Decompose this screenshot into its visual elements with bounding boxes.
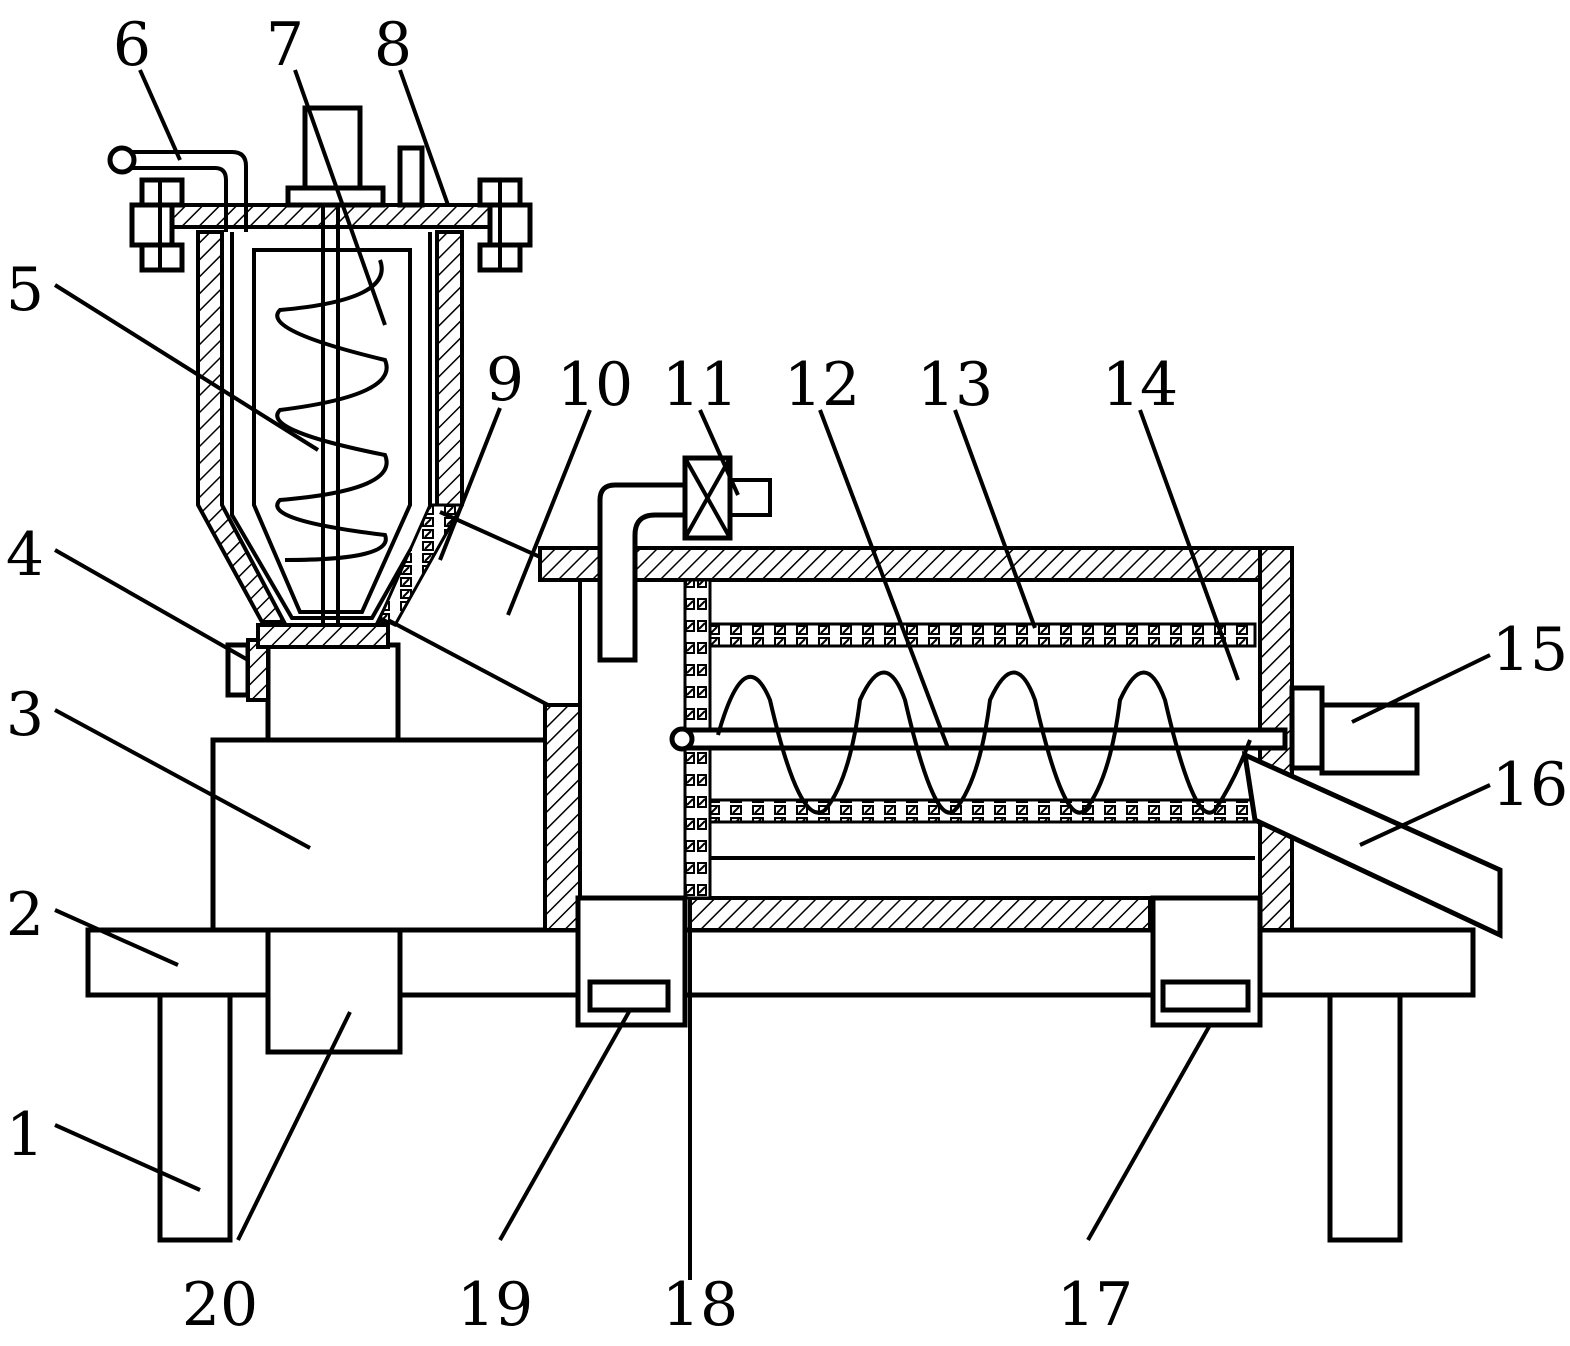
- label-9: 9: [486, 345, 524, 415]
- label-2: 2: [6, 880, 44, 950]
- label-16: 16: [1492, 750, 1568, 820]
- vent-stub: [397, 145, 425, 208]
- chamber-left-wall: [543, 703, 582, 932]
- label-10: 10: [557, 350, 633, 420]
- discharge-chute: [1241, 750, 1503, 939]
- inlet-pipe: [107, 145, 248, 232]
- hopper-motor: [285, 105, 386, 625]
- part-numbers: 1 2 3 4 5 6 7 8 9 10 11 12 13 14 15 16 1…: [6, 10, 1568, 1340]
- screw-conveyor: [669, 670, 1288, 815]
- label-17: 17: [1057, 1270, 1133, 1340]
- drive-motor: [1289, 685, 1420, 776]
- label-15: 15: [1492, 615, 1568, 685]
- valve-pipe: [597, 455, 772, 663]
- support-brackets: [575, 895, 1263, 1028]
- label-12: 12: [784, 350, 860, 420]
- hopper: [196, 230, 465, 627]
- label-14: 14: [1102, 350, 1178, 420]
- support-legs: [157, 992, 1403, 1243]
- gearbox-housing: [210, 737, 551, 933]
- label-1: 1: [6, 1100, 44, 1170]
- label-4: 4: [6, 520, 44, 590]
- label-3: 3: [6, 680, 44, 750]
- label-18: 18: [662, 1270, 738, 1340]
- lower-motor: [265, 927, 403, 1055]
- hopper-spiral: [275, 259, 389, 562]
- label-19: 19: [457, 1270, 533, 1340]
- label-13: 13: [917, 350, 993, 420]
- leader-lines: [53, 69, 1491, 1241]
- label-20: 20: [182, 1270, 258, 1340]
- label-7: 7: [266, 10, 304, 80]
- label-8: 8: [374, 10, 412, 80]
- label-6: 6: [113, 10, 151, 80]
- label-11: 11: [662, 350, 738, 420]
- gearbox-neck: [265, 642, 401, 743]
- label-5: 5: [6, 255, 44, 325]
